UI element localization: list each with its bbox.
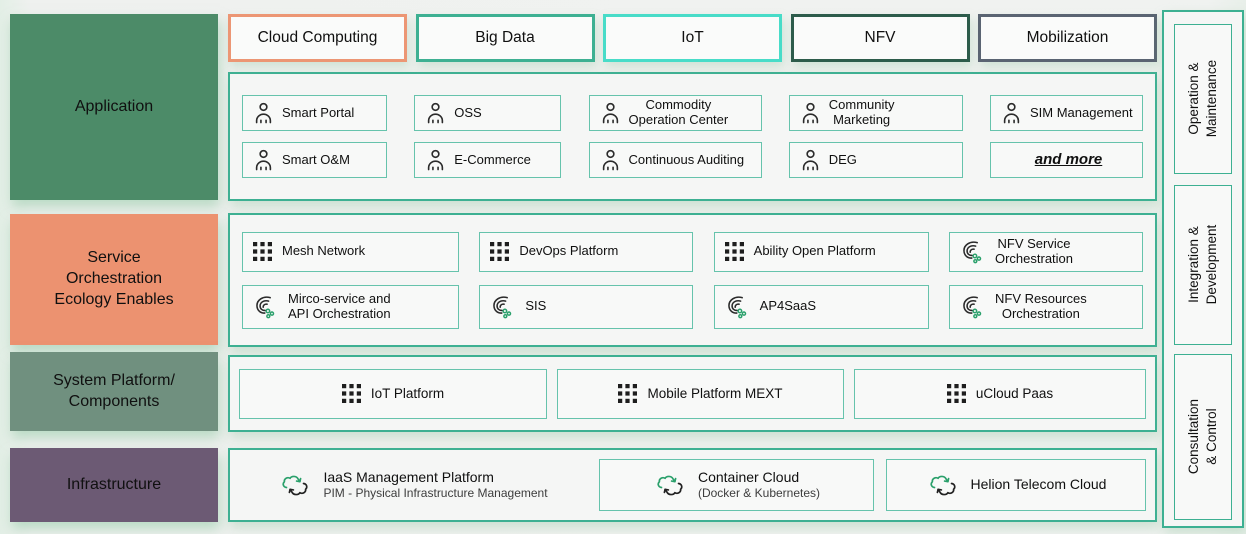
- orch-item-label: SIS: [525, 298, 547, 314]
- app-item-label: OSS: [454, 104, 482, 120]
- app-item-label: and more: [1034, 151, 1103, 169]
- service-swirl-icon: [963, 241, 982, 264]
- orch-item-mirco-service-api-orchestration: Mirco-service and API Orchestration: [242, 284, 459, 329]
- app-item-continuous-auditing: Continuous Auditing: [588, 142, 762, 178]
- cloud-sync-icon: [929, 475, 956, 495]
- layer-label-application: Application: [10, 14, 218, 200]
- infra-item-title: Container Cloud: [697, 468, 800, 485]
- chip-mobilization: Mobilization: [978, 14, 1157, 62]
- person-icon: [255, 102, 272, 124]
- service-swirl-icon: [727, 296, 746, 319]
- main-content: Cloud Computing Big Data IoT NFV Mobiliz…: [228, 0, 1157, 522]
- orch-item-devops-platform: DevOps Platform: [479, 231, 694, 272]
- app-item-oss: OSS: [414, 95, 562, 131]
- grid-icon: [341, 384, 361, 403]
- orch-item-label: DevOps Platform: [519, 243, 619, 259]
- infra-item-title: IaaS Management Platform: [323, 468, 494, 485]
- app-item-smart-portal: Smart Portal: [242, 95, 387, 131]
- sidebar-item-label: Integration & Development: [1186, 225, 1220, 305]
- chip-big-data: Big Data: [415, 14, 595, 62]
- infra-item-subtitle: (Docker & Kubernetes): [697, 486, 821, 501]
- infra-item-title: Helion Telecom Cloud: [970, 476, 1107, 493]
- app-item-community-marketing: Community Marketing: [788, 95, 963, 131]
- app-item-label: SIM Management: [1030, 104, 1133, 120]
- category-chip-row: Cloud Computing Big Data IoT NFV Mobiliz…: [228, 14, 1157, 62]
- cloud-sync-icon: [282, 475, 309, 495]
- layer-label-column: Application Service Orchestration Ecolog…: [10, 0, 218, 522]
- person-icon: [428, 149, 444, 171]
- sidebar-item-operation-maintenance: Operation & Maintenance: [1174, 24, 1232, 174]
- sys-item-label: IoT Platform: [370, 385, 445, 401]
- service-swirl-icon: [493, 296, 512, 319]
- infra-item-helion-telecom-cloud: Helion Telecom Cloud: [886, 459, 1146, 511]
- orch-item-ability-open-platform: Ability Open Platform: [713, 231, 929, 272]
- orch-item-ap4saas: AP4SaaS: [713, 284, 929, 329]
- chip-iot: IoT: [603, 14, 782, 62]
- layer-label-orchestration: Service Orchestration Ecology Enables: [10, 214, 218, 345]
- person-icon: [802, 149, 818, 171]
- orch-item-sis: SIS: [479, 284, 694, 329]
- person-icon: [255, 149, 272, 171]
- orch-item-label: NFV Service Orchestration: [994, 235, 1074, 266]
- person-icon: [428, 102, 444, 124]
- person-icon: [602, 149, 618, 171]
- app-item-commodity-operation-center: Commodity Operation Center: [588, 95, 762, 131]
- orch-item-label: Mirco-service and API Orchestration: [288, 290, 391, 321]
- app-item-sim-management: SIM Management: [990, 95, 1143, 131]
- person-icon: [602, 102, 618, 124]
- service-swirl-icon: [256, 296, 275, 319]
- layer-label-system-platform: System Platform/ Components: [10, 352, 218, 431]
- app-item-label: Smart O&M: [282, 151, 350, 167]
- app-item-label: Commodity Operation Center: [628, 97, 729, 127]
- orchestration-row: Mesh Network DevOps Platform Ability Ope…: [228, 213, 1157, 347]
- sidebar-item-label: Consultation & Control: [1186, 399, 1219, 475]
- chip-nfv: NFV: [790, 14, 970, 62]
- app-item-label: Smart Portal: [282, 104, 355, 120]
- sidebar-item-consultation-control: Consultation & Control: [1174, 354, 1232, 520]
- app-item-deg: DEG: [788, 142, 963, 178]
- grid-icon: [490, 242, 510, 261]
- support-sidebar: Operation & Maintenance Integration & De…: [1162, 10, 1244, 528]
- sys-item-label: Mobile Platform MEXT: [647, 385, 783, 401]
- app-item-and-more: and more: [990, 142, 1143, 178]
- orch-item-label: Ability Open Platform: [753, 243, 876, 259]
- sys-item-mobile-platform-mext: Mobile Platform MEXT: [557, 368, 844, 419]
- infra-item-iaas-management-platform: IaaS Management Platform PIM - Physical …: [239, 459, 587, 511]
- grid-icon: [946, 384, 966, 403]
- app-item-label: E-Commerce: [454, 151, 531, 167]
- app-item-smart-oam: Smart O&M: [242, 142, 387, 178]
- orch-item-nfv-service-orchestration: NFV Service Orchestration: [948, 231, 1143, 272]
- sidebar-item-integration-development: Integration & Development: [1174, 185, 1232, 345]
- grid-icon: [253, 242, 272, 261]
- grid-icon: [724, 242, 744, 261]
- sys-item-label: uCloud Paas: [975, 385, 1054, 401]
- sys-item-ucloud-paas: uCloud Paas: [854, 368, 1146, 419]
- person-icon: [1003, 102, 1020, 124]
- person-icon: [802, 102, 818, 124]
- app-item-e-commerce: E-Commerce: [414, 142, 562, 178]
- app-item-label: Continuous Auditing: [628, 151, 745, 167]
- application-row: Smart Portal OSS Commodity Operation Cen…: [228, 72, 1157, 201]
- layer-label-infrastructure: Infrastructure: [10, 448, 218, 522]
- orch-item-mesh-network: Mesh Network: [242, 231, 459, 272]
- orch-item-nfv-resources-orchestration: NFV Resources Orchestration: [948, 284, 1143, 329]
- infra-item-container-cloud: Container Cloud (Docker & Kubernetes): [599, 459, 874, 511]
- orch-item-label: AP4SaaS: [759, 298, 817, 314]
- app-item-label: Community Marketing: [828, 97, 895, 127]
- infra-item-subtitle: PIM - Physical Infrastructure Management: [323, 486, 548, 501]
- cloud-sync-icon: [657, 475, 683, 495]
- chip-cloud-computing: Cloud Computing: [228, 14, 407, 62]
- infrastructure-row: IaaS Management Platform PIM - Physical …: [228, 448, 1157, 522]
- system-platform-row: IoT Platform Mobile Platform MEXT uCloud…: [228, 355, 1157, 432]
- app-item-label: DEG: [828, 151, 857, 167]
- service-swirl-icon: [963, 296, 982, 319]
- sidebar-item-label: Operation & Maintenance: [1186, 60, 1219, 138]
- orch-item-label: NFV Resources Orchestration: [994, 290, 1087, 321]
- orch-item-label: Mesh Network: [282, 243, 366, 259]
- grid-icon: [618, 384, 638, 403]
- sys-item-iot-platform: IoT Platform: [239, 368, 547, 419]
